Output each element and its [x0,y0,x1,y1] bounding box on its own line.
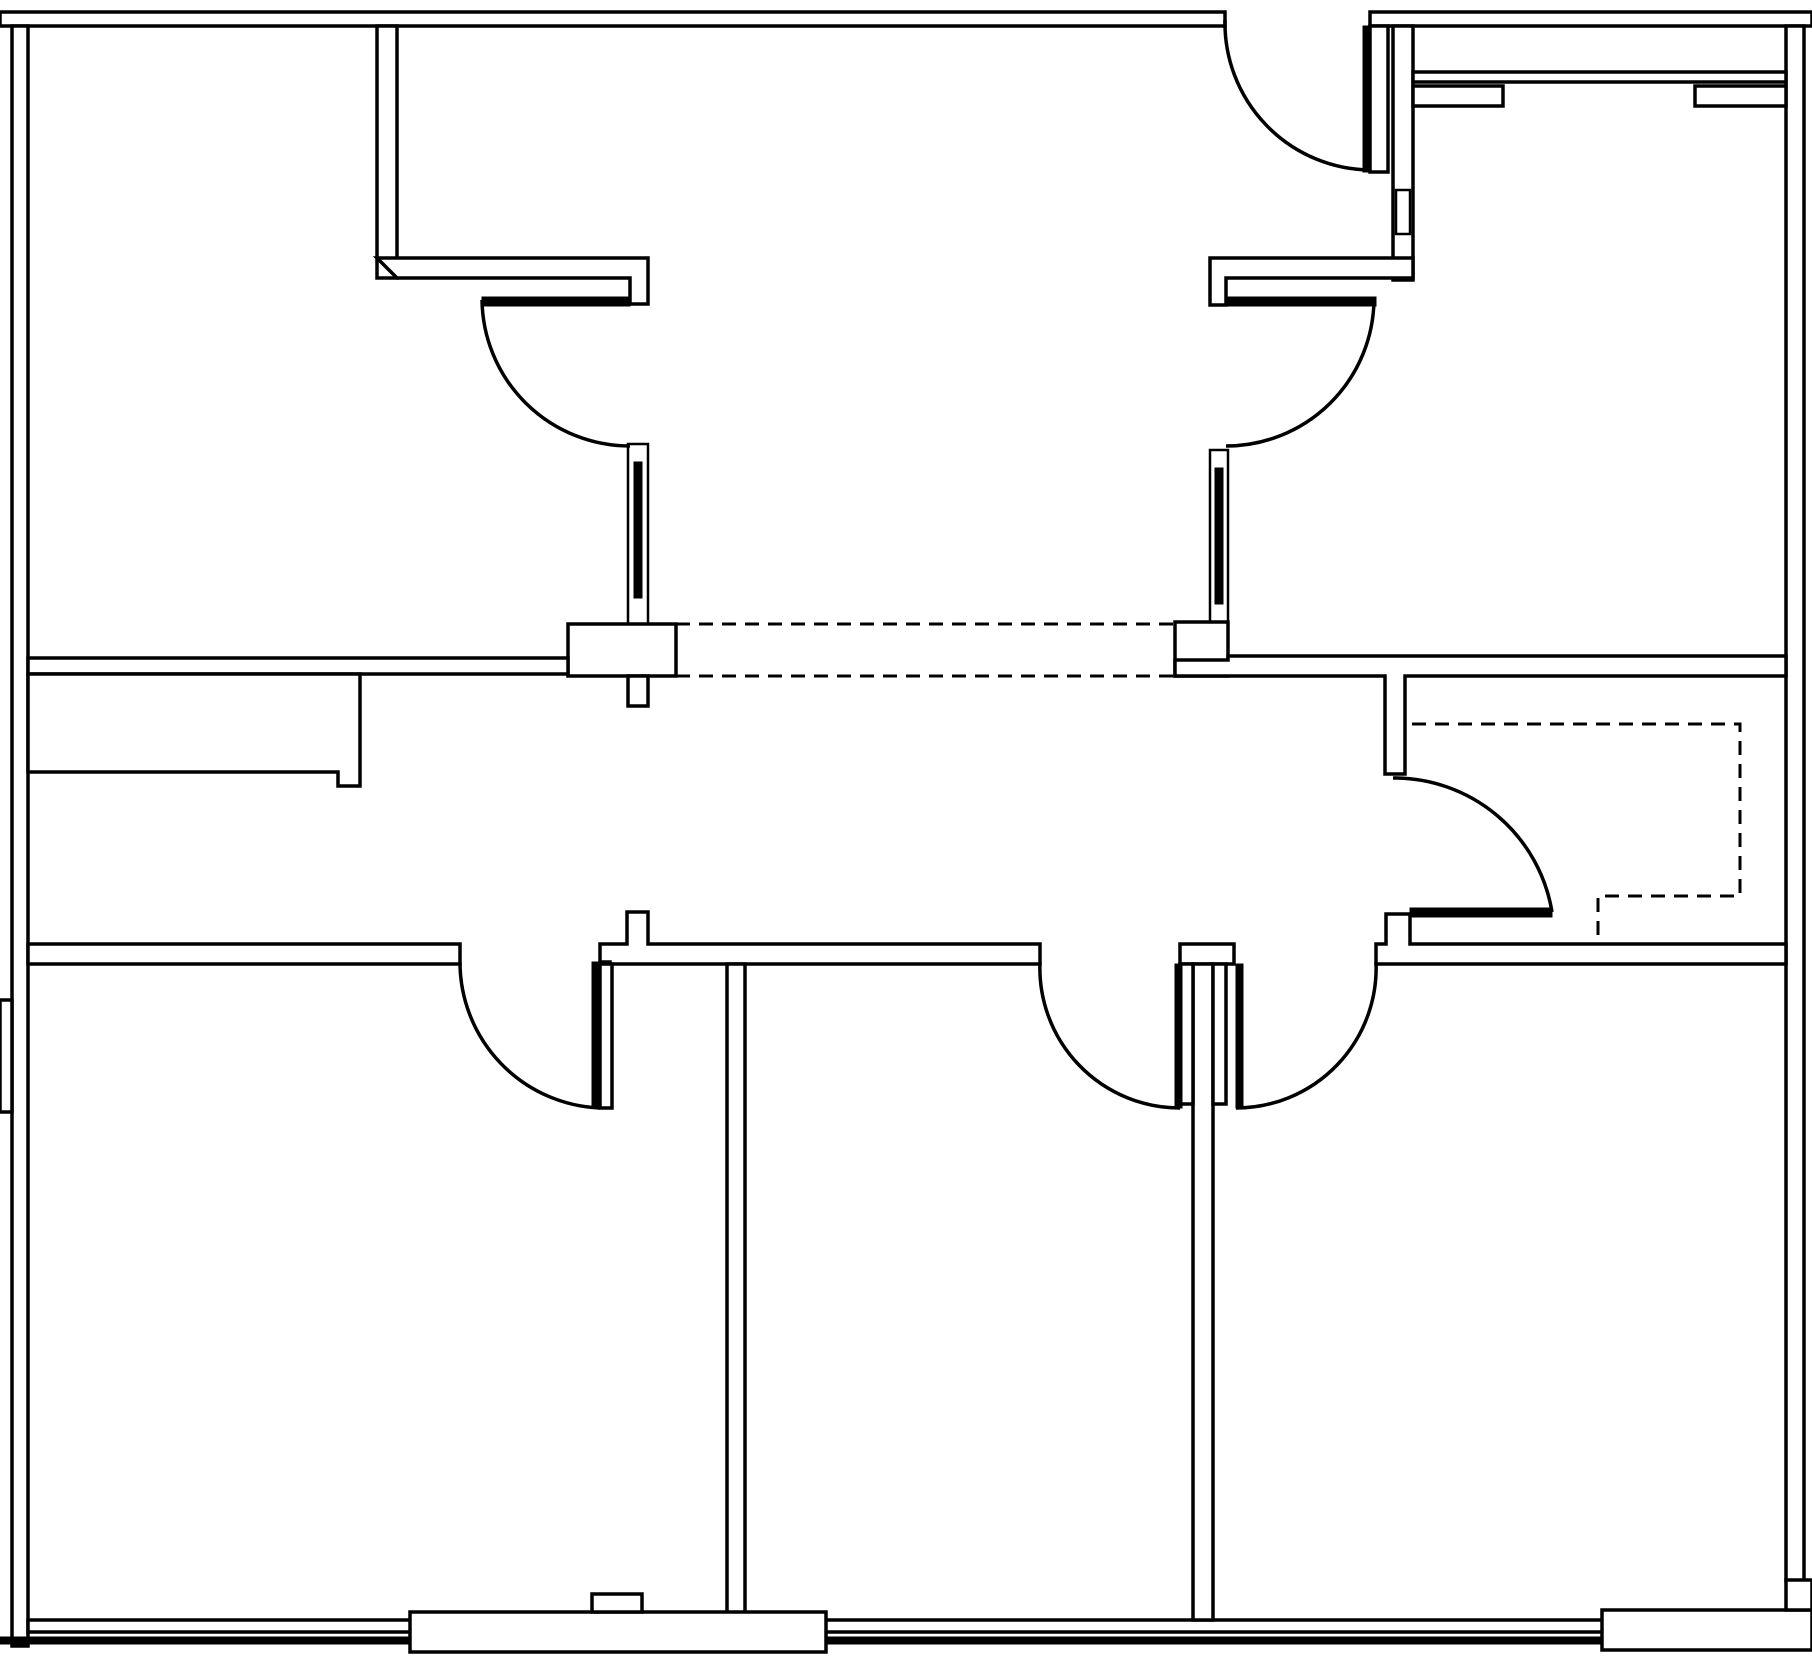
bottom-sill-left [408,1610,828,1654]
top-left-window-glass [633,461,643,599]
top-left-partition-vertical [375,24,399,280]
column-left-stub [626,674,650,708]
bottom-left-jamb [598,962,614,1110]
top-left-door-jamb [481,296,631,307]
top-right-partition-window [1394,188,1412,236]
bottom-wall-partition-1 [725,962,747,1622]
top-right-partition-vertical [1391,24,1415,282]
left-wall-notch [0,998,14,1114]
bottom-center-door-leaf-left [1174,963,1183,1109]
top-right-room-shelf-left [1411,84,1505,108]
bottom-sill-right [1600,1608,1812,1652]
top-right-room-shelf-right [1693,84,1788,108]
door-swings [458,19,1554,1110]
top-right-room-ledge [1411,70,1788,84]
exterior-walls [0,10,1812,1648]
corridor-wall-bottom-right [1374,912,1788,966]
top-left-office-walls [372,24,678,708]
door-bottom-left-office [458,961,601,1110]
corridor-wall-top-left [26,656,570,676]
bottom-sill-left-bump [590,1592,644,1614]
right-wall [1784,24,1806,1583]
entrance-jamb-leaf [1362,25,1371,173]
top-wall-right [1368,10,1812,28]
door-bottom-middle-office [1038,961,1181,1110]
door-bottom-right-office [1235,961,1378,1110]
top-right-window-glass [1214,467,1224,605]
bottom-office-walls [408,961,1812,1654]
bottom-left-door-leaf [591,961,601,1109]
right-wall-stub [1784,1578,1812,1612]
corridor-wall-top-right [1173,654,1788,776]
corridor-walls [26,654,1788,966]
dashed-lines [676,622,1742,938]
bottom-wall [0,1636,1812,1645]
door-top-left-office [480,299,631,448]
door-top-right-office [1225,299,1376,448]
corridor-wall-bottom-center [1178,942,1236,966]
storage-niche [26,672,362,788]
bottom-wall-partition-2 [1191,962,1215,1622]
corridor-wall-bottom-middle [598,910,1042,966]
top-wall-left [0,10,1227,28]
top-right-door-jamb [1225,296,1377,307]
dashed-closet-shelf [1412,722,1742,938]
bottom-center-door-leaf-right [1235,963,1244,1109]
door-closet [1392,776,1554,913]
corridor-wall-bottom-left [26,942,462,966]
entrance-jamb [1368,24,1390,174]
column-left [566,622,678,678]
bottom-jamb-center-right [1211,962,1228,1106]
bottom-wall-inner [26,1618,1788,1634]
door-top-entrance [1223,19,1371,172]
closet-door-leaf [1409,907,1553,918]
left-wall [10,24,30,1648]
